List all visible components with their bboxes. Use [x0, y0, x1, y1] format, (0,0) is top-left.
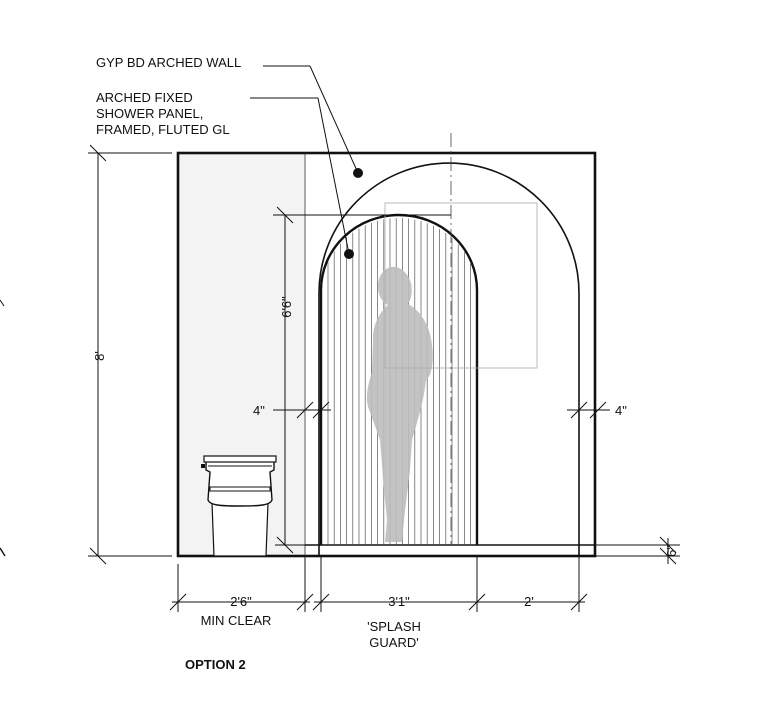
dim-bottom-tick-3	[312, 593, 330, 611]
leader-panel-d	[317, 97, 350, 255]
dim-panel-width: 3'1"	[388, 594, 410, 609]
dim-left-jamb-tick2	[312, 401, 330, 419]
dim-right-width: 2'	[524, 594, 534, 609]
callout-panel-line2: SHOWER PANEL,	[96, 106, 203, 121]
dim-overall-height: 8'	[92, 351, 107, 361]
dim-right-jamb-tick2	[589, 401, 607, 419]
dim-bottom-tick-5	[570, 593, 588, 611]
leader-gyp-d	[309, 65, 359, 174]
dim-left-jamb: 4"	[253, 403, 265, 418]
drawing-title: OPTION 2	[185, 657, 246, 672]
human-silhouette-icon	[366, 266, 433, 542]
dim-opening-height: 6'6"	[279, 296, 294, 318]
dim-opening-tick-top	[276, 206, 294, 224]
callout-panel-line1: ARCHED FIXED	[96, 90, 193, 105]
splash-note-line1: 'SPLASH	[367, 619, 421, 634]
edge-mark-top	[0, 299, 5, 307]
edge-mark-bottom	[0, 547, 6, 557]
callout-panel-line3: FRAMED, FLUTED GL	[96, 122, 230, 137]
callout-dot-panel	[344, 249, 354, 259]
dim-left-jamb-tick1	[296, 401, 314, 419]
splash-note-line2: GUARD'	[369, 635, 418, 650]
dim-right-jamb: 4"	[615, 403, 627, 418]
dim-height-tick-top	[89, 144, 107, 162]
dim-right-jamb-tick1	[570, 401, 588, 419]
dim-bottom-tick-4	[468, 593, 486, 611]
dim-curb-tick1	[659, 536, 677, 554]
wall-outline	[176, 151, 597, 558]
toilet-icon	[201, 455, 277, 557]
gyp-arched-wall	[318, 162, 580, 556]
dim-curb-tick2	[659, 547, 677, 565]
dim-bottom-tick-1	[169, 593, 187, 611]
callout-dot-gyp	[353, 168, 363, 178]
dim-curb: 6"	[664, 545, 679, 557]
callout-gyp-wall: GYP BD ARCHED WALL	[96, 55, 241, 70]
reference-frame	[384, 202, 538, 369]
dim-clearance-note: MIN CLEAR	[201, 613, 272, 628]
dim-height-tick-bot	[89, 547, 107, 565]
dim-bottom-tick-2	[296, 593, 314, 611]
dim-clearance: 2'6"	[230, 594, 252, 609]
